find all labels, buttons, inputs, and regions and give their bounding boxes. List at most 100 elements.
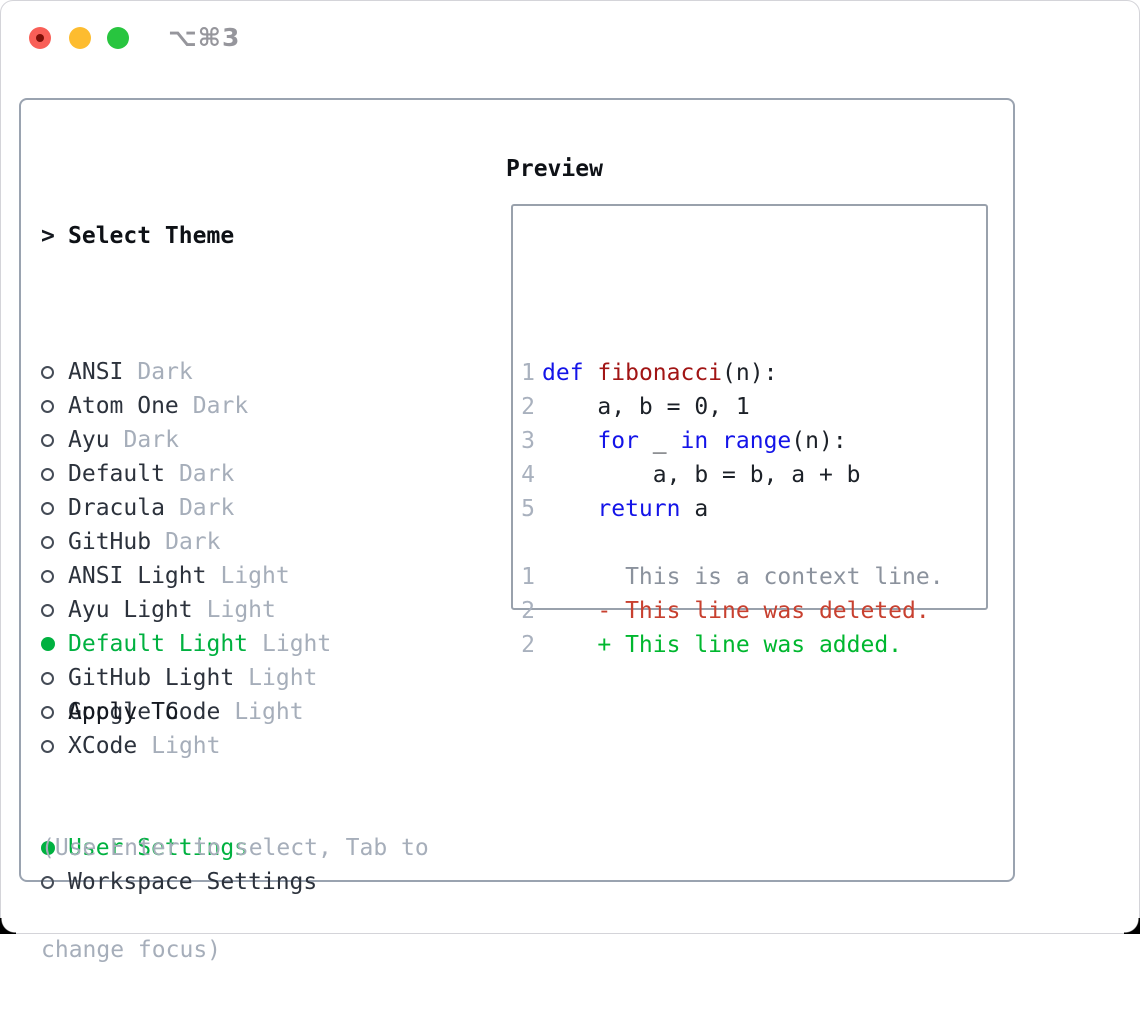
theme-variant-tag: Light (248, 665, 318, 691)
blank-line (521, 526, 944, 560)
radio-icon (41, 841, 55, 855)
radio-slot (41, 841, 68, 855)
line-number: 3 (521, 428, 535, 454)
theme-name: Google Code (68, 699, 221, 725)
code-line: 5 return a (521, 492, 944, 526)
apply-to-header: Apply To (41, 695, 317, 729)
code-token (542, 428, 597, 454)
theme-option[interactable]: Default Light Light (41, 627, 331, 661)
radio-icon (41, 637, 55, 651)
code-line: 4 a, b = b, a + b (521, 458, 944, 492)
code-token: (n): (791, 428, 847, 454)
line-number: 1 (521, 360, 535, 386)
maximize-button[interactable] (107, 27, 129, 49)
theme-list-title: Select Theme (68, 223, 235, 249)
theme-name: Default (68, 461, 165, 487)
diff-text: - This line was deleted. (542, 598, 930, 624)
theme-name: Default Light (68, 631, 249, 657)
prompt-caret: > (41, 223, 55, 249)
theme-option[interactable]: GitHub Light Light (41, 661, 331, 695)
code-token: (n): (722, 360, 778, 386)
theme-name: Atom One (68, 393, 179, 419)
radio-slot (41, 399, 68, 413)
help-text: (Use Enter to select, Tab to change focu… (41, 763, 429, 1035)
theme-option[interactable]: XCode Light (41, 729, 331, 763)
code-token: return (597, 496, 681, 522)
code-line: 2 a, b = 0, 1 (521, 390, 944, 424)
theme-variant-tag: Light (262, 631, 332, 657)
preview-title: Preview (506, 156, 603, 182)
radio-slot (41, 603, 68, 617)
radio-icon (41, 467, 54, 481)
radio-icon (41, 739, 54, 753)
theme-name: Ayu Light (68, 597, 193, 623)
theme-variant-tag: Dark (123, 427, 179, 453)
apply-option[interactable]: User Settings (41, 831, 317, 865)
apply-option-label: Workspace Settings (68, 869, 318, 895)
code-token (584, 360, 598, 386)
theme-name: Dracula (68, 495, 165, 521)
theme-name: ANSI (68, 359, 124, 385)
minimize-button[interactable] (69, 27, 91, 49)
theme-name: ANSI Light (68, 563, 207, 589)
theme-name: GitHub (68, 529, 152, 555)
theme-option[interactable]: Dracula Dark (41, 491, 331, 525)
radio-slot (41, 569, 68, 583)
code-token: a (680, 496, 709, 522)
apply-option-label: User Settings (68, 835, 249, 861)
code-token: in (680, 428, 709, 454)
radio-icon (41, 535, 54, 549)
theme-variant-tag: Light (206, 597, 276, 623)
code-token: a, b = 0, 1 (542, 394, 750, 420)
radio-icon (41, 365, 54, 379)
diff-line-context: 1 This is a context line. (521, 560, 943, 594)
code-token: a, b = b, a + b (542, 462, 861, 488)
radio-icon (41, 569, 54, 583)
radio-icon (41, 705, 54, 719)
diff-text: + This line was added. (542, 632, 903, 658)
theme-variant-tag: Dark (137, 359, 193, 385)
theme-variant-tag: Dark (178, 495, 235, 521)
theme-option[interactable]: Ayu Light Light (41, 593, 331, 627)
radio-slot (41, 875, 68, 889)
theme-name: GitHub Light (68, 665, 235, 691)
theme-option[interactable]: GitHub Dark (41, 525, 331, 559)
radio-slot (41, 467, 68, 481)
theme-variant-tag: Dark (165, 529, 221, 555)
radio-slot (41, 637, 68, 651)
radio-icon (41, 671, 54, 685)
theme-option[interactable]: ANSI Dark (41, 355, 331, 389)
theme-variant-tag: Dark (178, 461, 235, 487)
radio-slot (41, 739, 68, 753)
line-number: 4 (521, 462, 535, 488)
theme-list-header: > Select Theme (41, 219, 331, 253)
line-number: 2 (521, 632, 535, 658)
line-number: 1 (521, 564, 535, 590)
radio-slot (41, 433, 68, 447)
code-token: def (542, 360, 584, 386)
close-button[interactable] (29, 27, 51, 49)
titlebar: ⌥⌘3 (1, 1, 1139, 75)
radio-icon (41, 603, 54, 617)
line-number: 2 (521, 598, 535, 624)
theme-option[interactable]: Default Dark (41, 457, 331, 491)
apply-option[interactable]: Workspace Settings (41, 865, 317, 899)
radio-slot (41, 671, 68, 685)
theme-variant-tag: Light (151, 733, 221, 759)
theme-option[interactable]: Ayu Dark (41, 423, 331, 457)
diff-line-added: 2 + This line was added. (521, 628, 944, 662)
help-line-1: (Use Enter to select, Tab to (41, 835, 429, 861)
theme-name: Ayu (68, 427, 110, 453)
code-token: range (722, 428, 792, 454)
theme-name: XCode (68, 733, 138, 759)
radio-slot (41, 365, 68, 379)
